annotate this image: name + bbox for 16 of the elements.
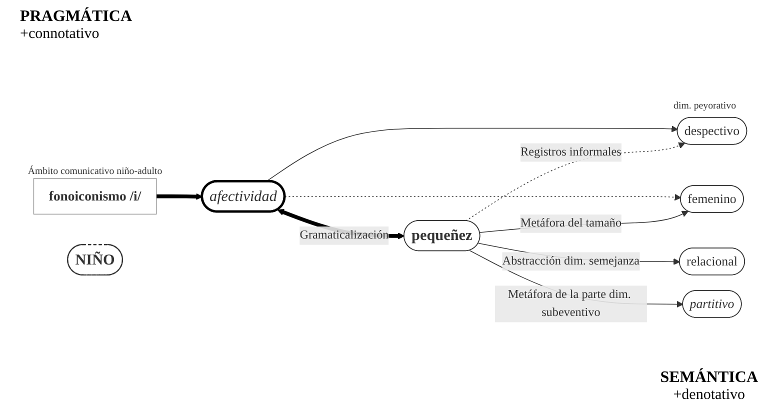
arrow [156,193,203,200]
node-label: dim. peyorativo [674,99,736,111]
node-box: fonoiconismo /i/ [33,178,157,215]
edge-label: Metáfora de la parte dim. subeventivo [508,288,631,320]
edge-label: Registros informales [520,146,622,159]
arrow [469,250,684,308]
arrow [266,126,678,182]
section-note: +denotativo [672,387,746,404]
section-note: +connotativo [20,26,100,43]
section-heading: PRAGMÁTICA [20,8,132,26]
arrow [479,210,688,233]
edge-label: Abstracción dim. semejanza [502,254,640,268]
section-heading: SEMÁNTICA [660,369,758,387]
node-label: Ámbito comunicativo niño-adulto [28,164,162,176]
edge-label: Metáfora del tamaño [520,216,622,230]
edge-label: Gramaticalización [300,228,389,242]
